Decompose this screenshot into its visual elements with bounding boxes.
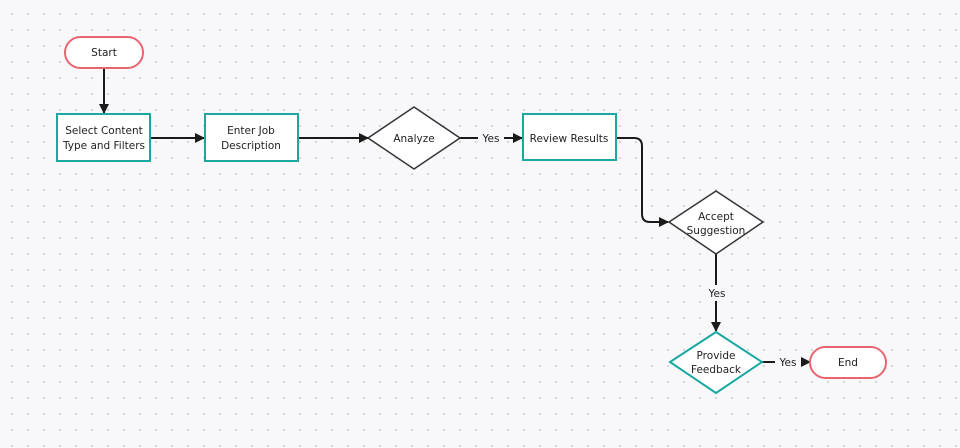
provide-feedback-label-line1: Provide bbox=[697, 350, 736, 362]
review-results-node-label: Review Results bbox=[530, 133, 609, 145]
select-content-node-label-line1: Select Content bbox=[65, 125, 143, 137]
enter-job-node-label-line1: Enter Job bbox=[227, 125, 275, 137]
edge-label-feedback-yes: Yes bbox=[775, 354, 801, 370]
accept-suggestion-decision-node[interactable]: Accept Suggestion bbox=[667, 190, 765, 255]
start-node-label: Start bbox=[91, 47, 117, 59]
edge-label-analyze-yes: Yes bbox=[478, 130, 504, 146]
select-content-node[interactable]: Select Content Type and Filters bbox=[56, 113, 151, 162]
provide-feedback-label-line2: Feedback bbox=[691, 364, 742, 376]
provide-feedback-decision-node[interactable]: Provide Feedback bbox=[668, 330, 764, 395]
accept-suggestion-label-line2: Suggestion bbox=[687, 225, 746, 237]
edge-label-text: Yes bbox=[482, 133, 500, 145]
analyze-decision-node[interactable]: Analyze bbox=[366, 106, 462, 170]
accept-suggestion-label-line1: Accept bbox=[698, 211, 734, 223]
enter-job-node[interactable]: Enter Job Description bbox=[204, 113, 299, 162]
edge-label-text: Yes bbox=[779, 357, 797, 369]
edge-review-to-accept bbox=[616, 137, 669, 227]
edge-label-accept-yes: Yes bbox=[703, 285, 730, 301]
start-node[interactable]: Start bbox=[64, 36, 144, 69]
end-node[interactable]: End bbox=[809, 346, 887, 379]
review-results-node[interactable]: Review Results bbox=[522, 113, 617, 161]
analyze-decision-label: Analyze bbox=[393, 133, 434, 145]
end-node-label: End bbox=[838, 357, 858, 369]
select-content-node-label-line2: Type and Filters bbox=[62, 140, 145, 152]
edge-label-text: Yes bbox=[708, 288, 726, 300]
enter-job-node-label-line2: Description bbox=[221, 140, 281, 152]
